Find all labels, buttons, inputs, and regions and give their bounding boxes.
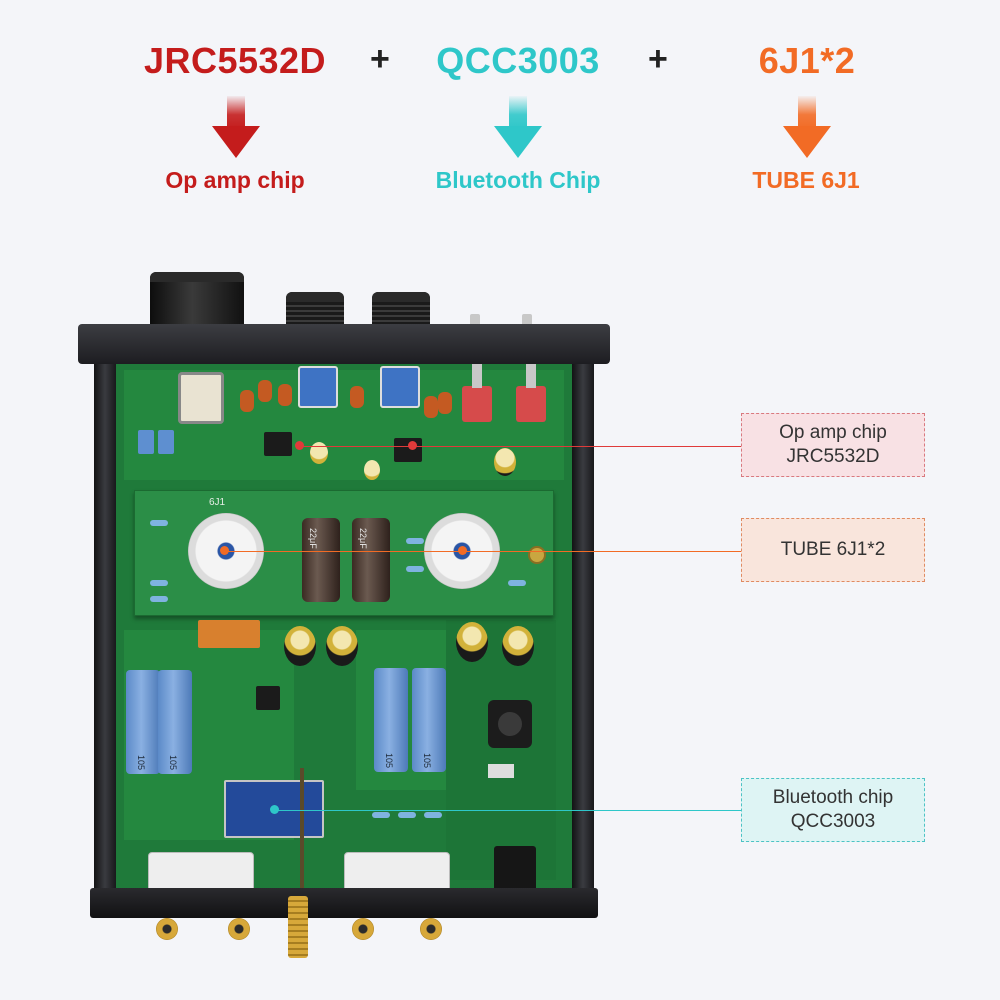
chip1-caption: Op amp chip <box>165 167 305 193</box>
red-down-arrow-icon <box>212 96 260 158</box>
chip3-caption: TUBE 6J1 <box>752 167 860 193</box>
chip2-title: QCC3003 <box>436 40 600 81</box>
potentiometer-right <box>380 366 420 408</box>
capacitor-4: 105 <box>412 668 446 772</box>
capacitor-3: 105 <box>374 668 408 772</box>
switch-2 <box>516 386 546 422</box>
rca-jack-4 <box>420 918 442 940</box>
antenna-connector <box>288 896 308 958</box>
enclosure-back-panel <box>78 324 610 364</box>
jrc5532d-chip-left <box>264 432 292 456</box>
teal-down-arrow-icon <box>494 96 542 158</box>
capacitor-1: 105 <box>126 670 160 774</box>
opamp-callout-line2: JRC5532D <box>786 446 880 467</box>
tube-callout: TUBE 6J1*2 <box>741 518 925 582</box>
chip3-title: 6J1*2 <box>758 40 856 81</box>
enclosure-front-panel <box>90 888 598 918</box>
dc-power-jack <box>494 846 536 892</box>
capacitor-2: 105 <box>158 670 192 774</box>
switch-1 <box>462 386 492 422</box>
chip1-title: JRC5532D <box>143 40 327 81</box>
film-capacitor-left: 22μF <box>302 518 340 602</box>
opamp-leader-line <box>300 446 741 447</box>
enclosure-left-side <box>94 360 116 900</box>
rca-jack-1 <box>156 918 178 940</box>
enclosure-right-side <box>572 360 594 900</box>
toggle-lever-1 <box>470 314 480 330</box>
opamp-callout: Op amp chip JRC5532D <box>741 413 925 477</box>
orange-down-arrow-icon <box>783 96 831 158</box>
rca-jack-3 <box>352 918 374 940</box>
tube-callout-line1: TUBE 6J1*2 <box>780 539 886 560</box>
toggle-lever-2 <box>522 314 532 330</box>
bluetooth-leader-line <box>276 810 741 811</box>
bluetooth-callout-line2: QCC3003 <box>790 811 876 832</box>
opamp-callout-line1: Op amp chip <box>779 422 887 443</box>
rca-jack-2 <box>228 918 250 940</box>
jrc5532d-chip-right <box>394 438 422 462</box>
potentiometer-left <box>298 366 338 408</box>
tube-board-label: 6J1 <box>209 497 226 508</box>
film-capacitor-right: 22μF <box>352 518 390 602</box>
bluetooth-callout-line1: Bluetooth chip <box>772 787 894 808</box>
volume-knob <box>150 272 244 330</box>
plus-sign-2: + <box>648 40 668 78</box>
bluetooth-callout: Bluetooth chip QCC3003 <box>741 778 925 842</box>
chip2-caption: Bluetooth Chip <box>435 167 601 193</box>
plus-sign-1: + <box>370 40 390 78</box>
volume-pot-body <box>178 372 224 424</box>
tube-leader-line <box>225 551 741 552</box>
